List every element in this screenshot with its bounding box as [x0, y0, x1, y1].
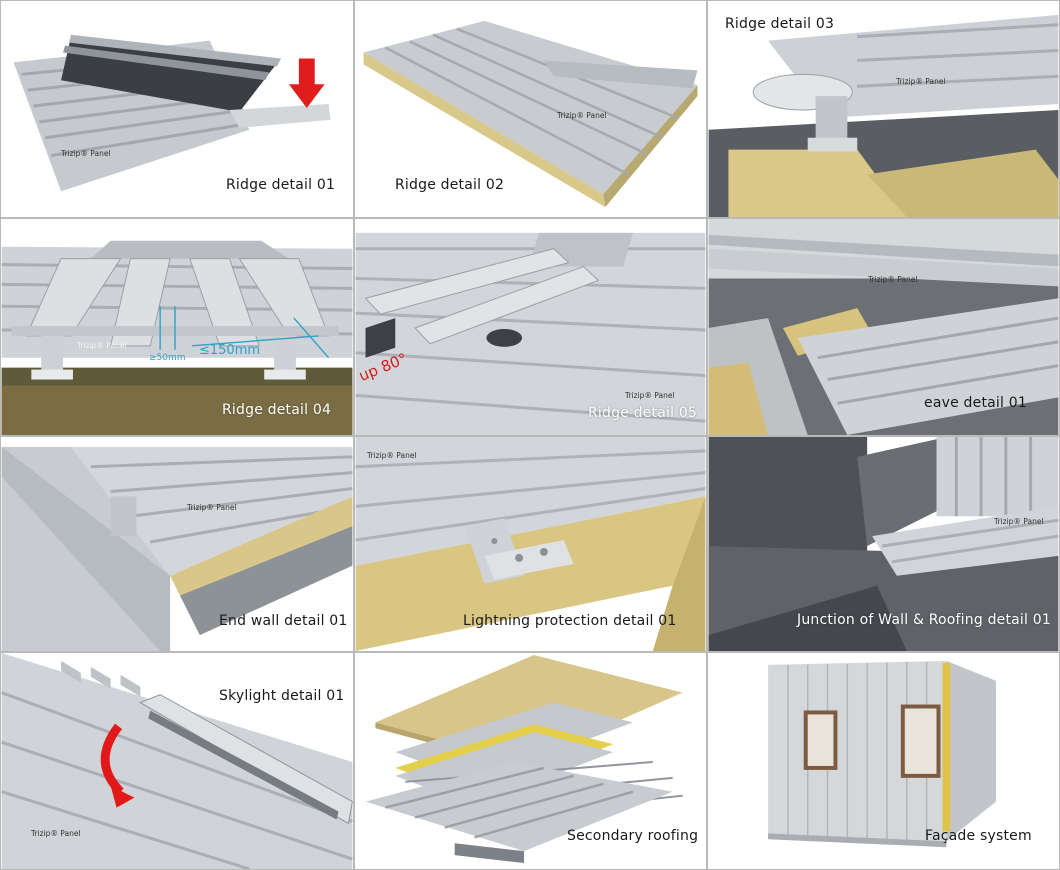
caption-skylight-detail-01: Skylight detail 01 — [219, 688, 345, 704]
caption-facade-system: Façade system — [925, 828, 1032, 844]
tile-ridge-detail-03: Trizip® Panel Ridge detail 03 — [707, 0, 1060, 218]
ridge-detail-01-drawing — [13, 34, 331, 192]
lightning-protection-detail-01-drawing — [355, 437, 706, 651]
caption-ridge-detail-04: Ridge detail 04 — [222, 402, 332, 418]
facade-system-drawing — [768, 660, 996, 848]
panel-label: Trizip® Panel — [31, 829, 81, 838]
end-wall-detail-01-drawing — [1, 446, 353, 651]
tile-ridge-detail-05: up 80° Trizip® Panel Ridge detail 05 — [354, 218, 707, 436]
tile-ridge-detail-01: Trizip® Panel Ridge detail 01 — [0, 0, 354, 218]
tile-eave-detail-01: Trizip® Panel eave detail 01 — [707, 218, 1060, 436]
tile-end-wall-detail-01: Trizip® Panel End wall detail 01 — [0, 436, 354, 652]
panel-label: Trizip® Panel — [625, 391, 675, 400]
caption-ridge-detail-01: Ridge detail 01 — [226, 177, 336, 193]
tile-facade-system: Façade system — [707, 652, 1060, 870]
tile-ridge-detail-02: Trizip® Panel Ridge detail 02 — [354, 0, 707, 218]
caption-ridge-detail-02: Ridge detail 02 — [395, 177, 505, 193]
caption-ridge-detail-03: Ridge detail 03 — [725, 16, 835, 32]
tile-ridge-detail-04: ≥50mm ≤150mm Trizip® Panel Ridge detail … — [0, 218, 354, 436]
ridge-detail-02-drawing — [363, 20, 698, 208]
ridge-detail-03-drawing — [708, 14, 1059, 217]
tile-lightning-protection-detail-01: Trizip® Panel Lightning protection detai… — [354, 436, 707, 652]
caption-eave-detail-01: eave detail 01 — [924, 395, 1027, 411]
panel-label: Trizip® Panel — [994, 517, 1044, 526]
caption-junction-wall-roofing-detail-01: Junction of Wall & Roofing detail 01 — [797, 612, 1051, 628]
caption-ridge-detail-05: Ridge detail 05 — [588, 405, 698, 421]
ridge-detail-04-drawing — [1, 240, 353, 435]
caption-secondary-roofing: Secondary roofing — [567, 828, 699, 844]
panel-label: Trizip® Panel — [367, 451, 417, 460]
ridge-detail-05-drawing — [355, 232, 706, 435]
tile-skylight-detail-01: Trizip® Panel Skylight detail 01 — [0, 652, 354, 870]
panel-label: Trizip® Panel — [557, 111, 607, 120]
panel-label: Trizip® Panel — [77, 341, 127, 350]
panel-label: Trizip® Panel — [187, 503, 237, 512]
secondary-roofing-drawing — [365, 654, 683, 864]
junction-wall-roofing-detail-01-drawing — [708, 437, 1059, 651]
dimension-min-50mm: ≥50mm — [149, 353, 186, 363]
caption-end-wall-detail-01: End wall detail 01 — [219, 613, 348, 629]
panel-label: Trizip® Panel — [868, 275, 918, 284]
eave-detail-01-drawing — [708, 219, 1059, 435]
panel-label: Trizip® Panel — [896, 77, 946, 86]
tile-junction-wall-roofing-detail-01: Trizip® Panel Junction of Wall & Roofing… — [707, 436, 1060, 652]
dimension-max-150mm: ≤150mm — [199, 343, 261, 358]
caption-lightning-protection-detail-01: Lightning protection detail 01 — [463, 613, 677, 629]
panel-label: Trizip® Panel — [61, 149, 111, 158]
tile-secondary-roofing: Secondary roofing — [354, 652, 707, 870]
skylight-detail-01-drawing — [1, 653, 353, 869]
